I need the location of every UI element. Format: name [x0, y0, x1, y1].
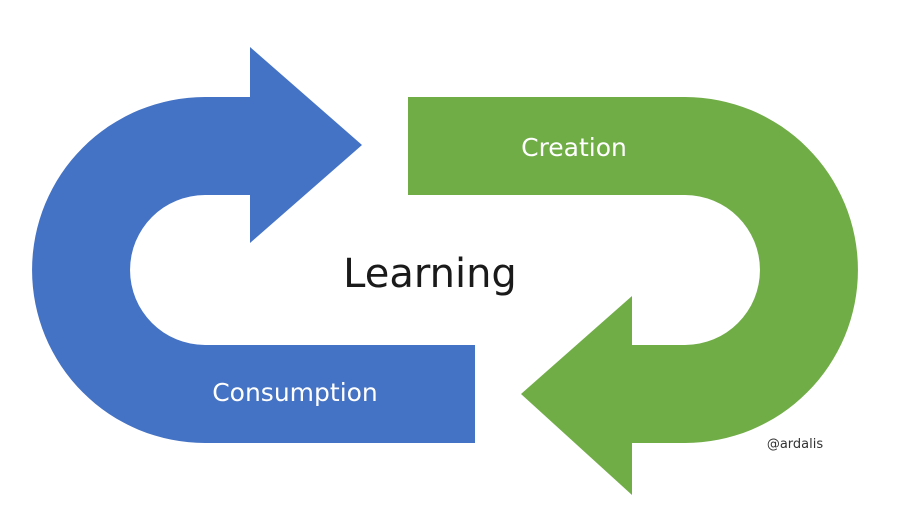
- creation-arrow: [408, 97, 858, 495]
- consumption-label: Consumption: [212, 378, 378, 407]
- center-label: Learning: [343, 251, 517, 297]
- consumption-arrow: [32, 47, 475, 443]
- creation-label: Creation: [521, 133, 627, 162]
- credit-label: @ardalis: [767, 437, 824, 452]
